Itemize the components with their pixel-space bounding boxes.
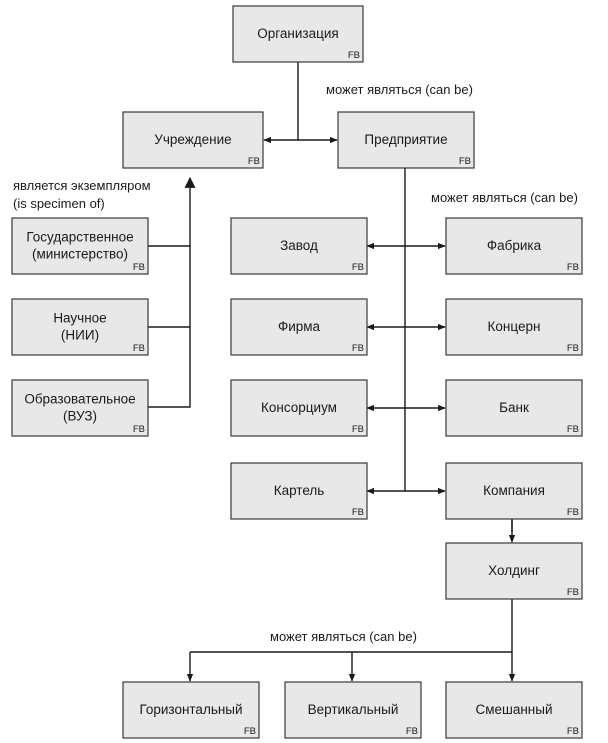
node-company-box — [445, 462, 583, 520]
node-factory-box — [445, 217, 583, 275]
node-scientific: Научное (НИИ) FB — [11, 298, 149, 356]
node-scientific-box — [11, 298, 149, 356]
node-institution-fb-tag: FB — [248, 156, 260, 167]
node-bank-label: Банк — [499, 400, 529, 415]
label-can-be-bottom: может являться (can be) — [270, 629, 417, 644]
node-holding-fb-tag: FB — [567, 587, 579, 598]
node-factory-fb-tag: FB — [567, 262, 579, 273]
node-company-fb-tag: FB — [567, 507, 579, 518]
node-bank-box — [445, 379, 583, 437]
node-enterprise-box — [337, 111, 475, 169]
node-educational-fb-tag: FB — [133, 424, 145, 435]
node-institution-box — [122, 111, 264, 169]
node-vertical-box — [284, 681, 422, 739]
node-vertical-label: Вертикальный — [308, 702, 399, 717]
label-can-be-top: может являться (can be) — [326, 82, 473, 97]
node-cartel-fb-tag: FB — [352, 507, 364, 518]
node-firm-box — [230, 298, 368, 356]
node-factory-label: Фабрика — [487, 238, 542, 253]
node-concern-box — [445, 298, 583, 356]
node-enterprise-label: Предприятие — [364, 132, 447, 147]
node-consortium-fb-tag: FB — [352, 424, 364, 435]
node-educational-label: (ВУЗ) — [63, 409, 97, 424]
label-can-be-right: может являться (can be) — [431, 190, 578, 205]
node-scientific-fb-tag: FB — [133, 343, 145, 354]
node-consortium-box — [230, 379, 368, 437]
node-mixed-box — [445, 681, 583, 739]
node-holding-label: Холдинг — [488, 563, 540, 578]
label-specimen-1: является экземпляром — [13, 178, 151, 193]
node-state-label: Государственное — [26, 230, 133, 245]
node-concern-label: Концерн — [488, 319, 541, 334]
node-plant-label: Завод — [280, 238, 318, 253]
node-firm-label: Фирма — [278, 319, 321, 334]
node-vertical-fb-tag: FB — [406, 726, 418, 737]
node-scientific-label: Научное — [53, 311, 106, 326]
node-horizontal-box — [122, 681, 260, 739]
node-plant-fb-tag: FB — [352, 262, 364, 273]
node-state-label: (министерство) — [32, 247, 128, 262]
node-scientific-label: (НИИ) — [61, 328, 99, 343]
node-mixed-label: Смешанный — [475, 702, 552, 717]
node-organization-box — [232, 5, 364, 63]
node-educational-box — [11, 379, 149, 437]
node-educational: Образовательное (ВУЗ) FB — [11, 379, 149, 437]
node-mixed-fb-tag: FB — [567, 726, 579, 737]
node-educational-label: Образовательное — [24, 392, 135, 407]
node-cartel-label: Картель — [274, 483, 325, 498]
node-company-label: Компания — [483, 483, 545, 498]
node-state: Государственное (министерство) FB — [11, 217, 149, 275]
node-organization-fb-tag: FB — [348, 50, 360, 61]
node-state-fb-tag: FB — [133, 262, 145, 273]
node-concern-fb-tag: FB — [567, 343, 579, 354]
node-organization-label: Организация — [257, 26, 338, 41]
node-state-box — [11, 217, 149, 275]
node-plant-box — [230, 217, 368, 275]
node-horizontal-label: Горизонтальный — [139, 702, 242, 717]
node-institution-label: Учреждение — [154, 132, 231, 147]
node-horizontal-fb-tag: FB — [244, 726, 256, 737]
node-bank-fb-tag: FB — [567, 424, 579, 435]
node-enterprise-fb-tag: FB — [459, 156, 471, 167]
node-firm-fb-tag: FB — [352, 343, 364, 354]
node-cartel-box — [230, 462, 368, 520]
node-holding-box — [445, 542, 583, 600]
label-specimen-2: (is specimen of) — [13, 196, 105, 211]
node-consortium-label: Консорциум — [261, 400, 337, 415]
